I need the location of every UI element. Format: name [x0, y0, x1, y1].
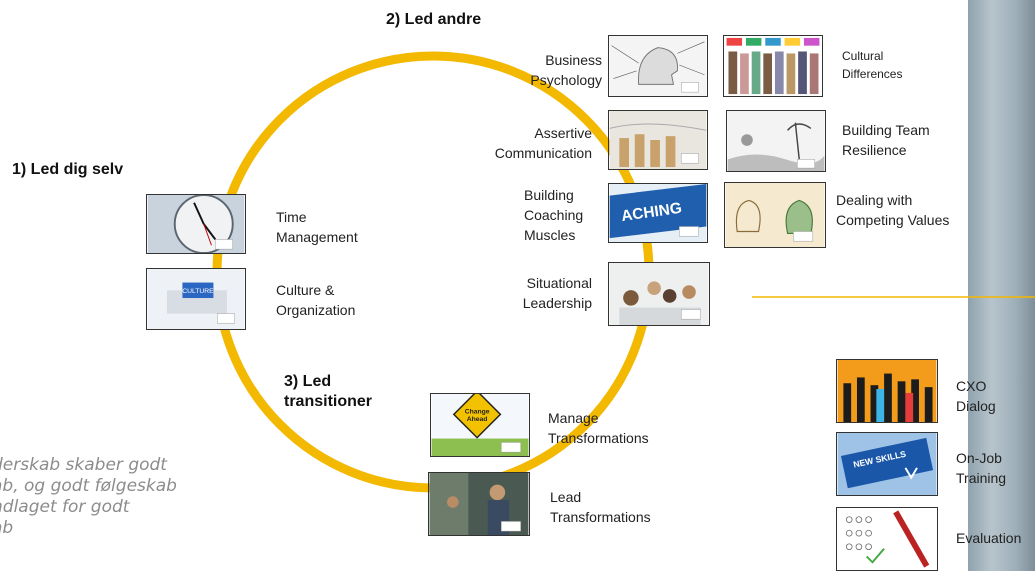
heading-lead-transitions: 3) Led transitioner [284, 373, 373, 410]
heading-lead-self: 1) Led dig selv [12, 161, 124, 178]
label-competing-values[interactable]: Dealing with Competing Values [836, 192, 950, 228]
cxo-dialog-image[interactable] [836, 359, 938, 423]
change-sign-text: Change [465, 408, 490, 415]
label-assertive-communication[interactable]: Assertive Communication [494, 125, 592, 161]
label-lead-transformations[interactable]: Lead Transformations [550, 489, 651, 525]
coaching-image[interactable]: ACHING [608, 183, 708, 243]
situational-leadership-image[interactable] [608, 262, 710, 326]
label-culture-organization[interactable]: Culture & Organization [276, 282, 356, 318]
label-business-psychology[interactable]: Business Psychology [530, 52, 602, 88]
background-photo-strip [968, 0, 1035, 571]
label-cultural-differences[interactable]: Cultural Differences [842, 49, 903, 81]
label-situational-leadership[interactable]: Situational Leadership [522, 275, 592, 311]
assertive-communication-image[interactable] [608, 110, 708, 170]
business-psychology-image[interactable] [608, 35, 708, 97]
culture-organization-image[interactable]: CULTURE [146, 268, 246, 330]
label-time-management[interactable]: Time Management [276, 209, 358, 245]
lead-transformations-image[interactable] [428, 472, 530, 536]
label-on-job-training[interactable]: On-Job Training [956, 450, 1007, 486]
label-building-coaching-muscles[interactable]: Building Coaching Muscles [524, 187, 584, 243]
evaluation-image[interactable] [836, 507, 938, 571]
puzzle-text: CULTURE [182, 288, 214, 295]
cultural-differences-image[interactable] [723, 35, 823, 97]
label-evaluation[interactable]: Evaluation [956, 530, 1022, 546]
label-building-team-resilience[interactable]: Building Team Resilience [842, 122, 930, 158]
label-cxo-dialog[interactable]: CXO Dialog [956, 378, 996, 414]
time-management-image[interactable] [146, 194, 246, 254]
leadership-quote: derskab skaber godt ab, og godt følgeska… [0, 455, 177, 538]
svg-text:Ahead: Ahead [467, 416, 488, 423]
building-team-resilience-image[interactable] [726, 110, 826, 172]
label-manage-transformations[interactable]: Manage Transformations [548, 410, 649, 446]
on-job-training-image[interactable]: NEW SKILLS [836, 432, 938, 496]
heading-lead-others: 2) Led andre [386, 11, 482, 28]
manage-transformations-image[interactable]: Change Ahead [430, 393, 530, 457]
competing-values-image[interactable] [724, 182, 826, 248]
